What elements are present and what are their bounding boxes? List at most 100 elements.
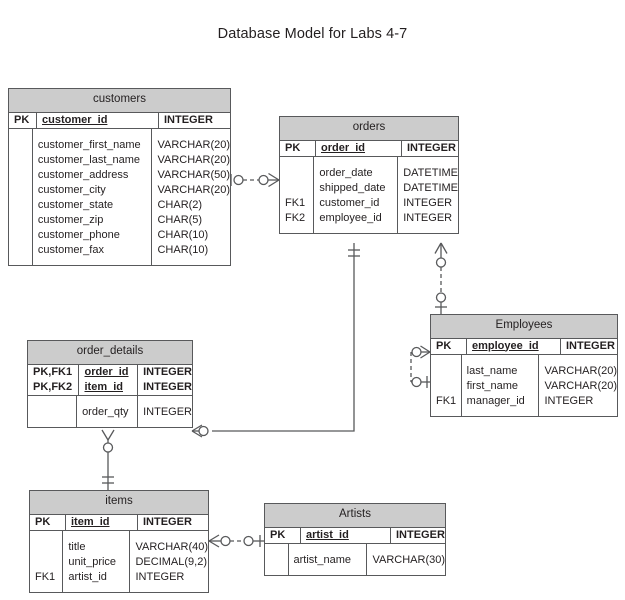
key-cell bbox=[431, 363, 462, 379]
entity-items-pk-section: PK item_id INTEGER bbox=[30, 514, 208, 530]
type-cell: VARCHAR(20) bbox=[544, 364, 617, 377]
type-cell: VARCHAR(20) bbox=[544, 379, 617, 392]
table-row: shipped_date DATETIME bbox=[280, 180, 458, 196]
table-row: order_qty INTEGER bbox=[28, 404, 192, 420]
field-cell: last_name bbox=[461, 363, 540, 379]
entity-artists[interactable]: Artists PK artist_id INTEGER artist_name… bbox=[264, 503, 446, 576]
field-cell: customer_last_name bbox=[32, 152, 153, 168]
table-row: customer_state CHAR(2) bbox=[9, 197, 230, 213]
field-cell: artist_id bbox=[300, 527, 391, 543]
key-cell bbox=[9, 167, 33, 183]
table-row: FK1 customer_id INTEGER bbox=[280, 195, 458, 211]
field-cell: manager_id bbox=[461, 393, 540, 409]
table-row: first_name VARCHAR(20) bbox=[431, 378, 617, 394]
type-cell: INTEGER bbox=[544, 394, 594, 407]
type-cell: INTEGER bbox=[407, 141, 456, 154]
table-row: customer_phone CHAR(10) bbox=[9, 227, 230, 243]
type-cell: INTEGER bbox=[135, 570, 185, 583]
type-cell: DATETIME bbox=[403, 181, 458, 194]
key-cell bbox=[280, 180, 315, 196]
table-row: PK,FK1 order_id INTEGER bbox=[28, 364, 192, 380]
entity-customers[interactable]: customers PK customer_id INTEGER custome… bbox=[8, 88, 231, 266]
field-cell: customer_state bbox=[32, 197, 153, 213]
field-cell: unit_price bbox=[62, 554, 131, 570]
type-cell: INTEGER bbox=[143, 515, 192, 528]
table-row: PK employee_id INTEGER bbox=[431, 338, 617, 354]
table-row: FK1 artist_id INTEGER bbox=[30, 569, 208, 585]
type-cell: INTEGER bbox=[566, 339, 615, 352]
type-cell: VARCHAR(20) bbox=[157, 183, 230, 196]
entity-orders[interactable]: orders PK order_id INTEGER order_date DA… bbox=[279, 116, 459, 234]
table-row: order_date DATETIME bbox=[280, 165, 458, 181]
key-cell bbox=[280, 165, 315, 181]
field-cell: customer_first_name bbox=[32, 137, 153, 153]
field-cell: first_name bbox=[461, 378, 540, 394]
key-cell: FK1 bbox=[431, 393, 462, 409]
table-row: PK item_id INTEGER bbox=[30, 514, 208, 530]
type-cell: VARCHAR(20) bbox=[157, 153, 230, 166]
entity-order-details[interactable]: order_details PK,FK1 order_id INTEGER PK… bbox=[27, 340, 193, 428]
field-cell: item_id bbox=[65, 514, 138, 530]
table-row: customer_city VARCHAR(20) bbox=[9, 182, 230, 198]
table-row: customer_zip CHAR(5) bbox=[9, 212, 230, 228]
key-cell: FK1 bbox=[30, 569, 64, 585]
type-cell: INTEGER bbox=[396, 528, 445, 541]
table-row: FK1 manager_id INTEGER bbox=[431, 393, 617, 409]
entity-customers-fields-section: customer_first_name VARCHAR(20) customer… bbox=[9, 127, 230, 265]
field-cell: customer_address bbox=[32, 167, 153, 183]
key-cell bbox=[28, 404, 78, 420]
entity-items[interactable]: items PK item_id INTEGER title VARCHAR(4… bbox=[29, 490, 209, 593]
entity-artists-title: Artists bbox=[265, 504, 445, 528]
table-row: PK order_id INTEGER bbox=[280, 140, 458, 156]
entity-items-fields-section: title VARCHAR(40) unit_price DECIMAL(9,2… bbox=[30, 529, 208, 592]
entity-order-details-title: order_details bbox=[28, 341, 192, 365]
table-row: customer_address VARCHAR(50) bbox=[9, 167, 230, 183]
key-cell bbox=[9, 152, 33, 168]
field-cell: order_id bbox=[78, 364, 139, 380]
key-cell: PK bbox=[280, 140, 316, 156]
type-cell: CHAR(10) bbox=[157, 228, 209, 241]
table-row: customer_first_name VARCHAR(20) bbox=[9, 137, 230, 153]
relationship-order-details-items bbox=[101, 429, 115, 490]
field-cell: customer_id bbox=[36, 112, 159, 128]
field-cell: employee_id bbox=[466, 338, 561, 354]
page-title: Database Model for Labs 4-7 bbox=[217, 26, 408, 42]
entity-items-title: items bbox=[30, 491, 208, 515]
type-cell: VARCHAR(50) bbox=[157, 168, 230, 181]
key-cell bbox=[9, 182, 33, 198]
key-cell: PK,FK1 bbox=[28, 364, 80, 380]
table-row: PK,FK2 item_id INTEGER bbox=[28, 379, 192, 395]
key-cell bbox=[431, 378, 462, 394]
field-cell: item_id bbox=[78, 379, 139, 395]
type-cell: CHAR(10) bbox=[157, 243, 209, 256]
key-cell bbox=[9, 197, 33, 213]
key-cell: PK bbox=[265, 527, 301, 543]
entity-orders-fields-section: order_date DATETIME shipped_date DATETIM… bbox=[280, 155, 458, 233]
field-cell: title bbox=[62, 539, 131, 555]
table-row: customer_last_name VARCHAR(20) bbox=[9, 152, 230, 168]
field-cell: order_date bbox=[313, 165, 399, 181]
field-cell: customer_zip bbox=[32, 212, 153, 228]
key-cell: PK bbox=[431, 338, 467, 354]
table-row: unit_price DECIMAL(9,2) bbox=[30, 554, 208, 570]
field-cell: artist_name bbox=[288, 552, 368, 568]
key-cell: FK2 bbox=[280, 210, 315, 226]
type-cell: INTEGER bbox=[143, 365, 192, 378]
key-cell bbox=[9, 227, 33, 243]
entity-employees-title: Employees bbox=[431, 315, 617, 339]
key-cell: PK,FK2 bbox=[28, 379, 80, 395]
table-row: customer_fax CHAR(10) bbox=[9, 242, 230, 258]
type-cell: DECIMAL(9,2) bbox=[135, 555, 207, 568]
entity-artists-pk-section: PK artist_id INTEGER bbox=[265, 527, 445, 543]
key-cell bbox=[30, 539, 64, 555]
relationship-employees-employees bbox=[410, 345, 431, 388]
type-cell: VARCHAR(40) bbox=[135, 540, 208, 553]
relationship-orders-employees bbox=[434, 242, 448, 314]
field-cell: customer_id bbox=[313, 195, 399, 211]
key-cell bbox=[9, 242, 33, 258]
type-cell: INTEGER bbox=[143, 405, 192, 418]
entity-order-details-fields-section: order_qty INTEGER bbox=[28, 394, 192, 427]
field-cell: order_id bbox=[315, 140, 402, 156]
entity-employees[interactable]: Employees PK employee_id INTEGER last_na… bbox=[430, 314, 618, 417]
